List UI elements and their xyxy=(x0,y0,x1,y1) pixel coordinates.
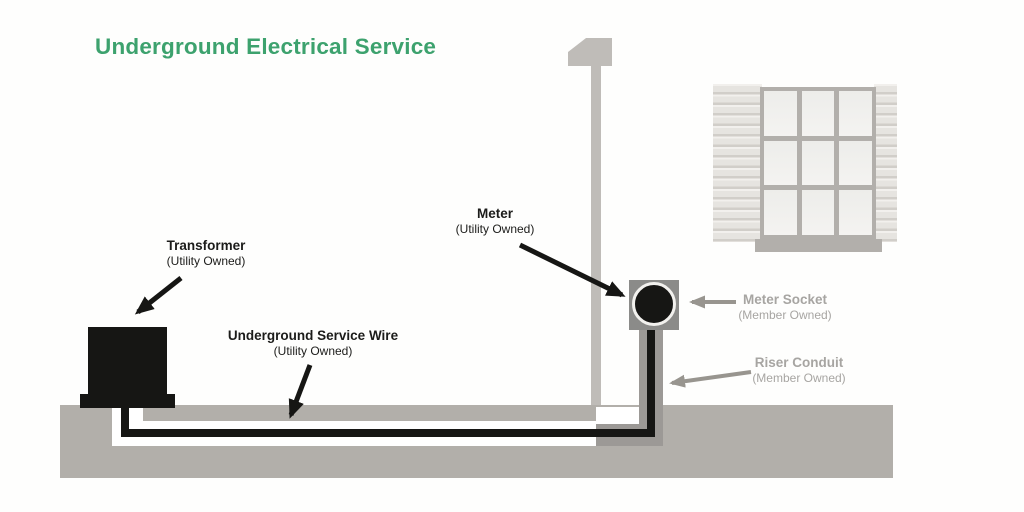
meter-label-sub: (Utility Owned) xyxy=(455,221,535,236)
service-wire-label: Underground Service Wire (Utility Owned) xyxy=(198,328,428,358)
transformer-label: Transformer (Utility Owned) xyxy=(131,238,281,268)
meter-label-title: Meter xyxy=(476,206,513,221)
window-shutter-left xyxy=(713,84,762,242)
house-corner-pole xyxy=(591,62,601,405)
transformer-shape xyxy=(88,327,167,395)
meter-arrow xyxy=(518,242,626,298)
transformer-arrow xyxy=(134,276,183,315)
window-pane xyxy=(801,140,835,186)
service-wire-label-sub: (Utility Owned) xyxy=(273,343,353,358)
window-pane xyxy=(764,140,797,186)
meter-shape xyxy=(632,282,676,326)
transformer-label-sub: (Utility Owned) xyxy=(166,253,246,268)
riser-conduit-label-sub: (Member Owned) xyxy=(752,370,846,385)
riser-conduit-label: Riser Conduit (Member Owned) xyxy=(718,355,880,385)
page-title: Underground Electrical Service xyxy=(95,34,437,59)
underground-service-wire-shape xyxy=(121,429,655,437)
meter-socket-label: Meter Socket (Member Owned) xyxy=(705,292,865,322)
service-wire-label-title: Underground Service Wire xyxy=(227,328,399,343)
meter-socket-label-title: Meter Socket xyxy=(742,292,828,307)
roof-cap-shape xyxy=(568,38,612,66)
transformer-base-shape xyxy=(80,394,175,408)
meter-label: Meter (Utility Owned) xyxy=(420,206,570,236)
service-wire-from-transformer xyxy=(121,396,129,437)
meter-socket-label-sub: (Member Owned) xyxy=(738,307,832,322)
window-sill xyxy=(755,239,882,252)
window-shutter-right xyxy=(874,84,897,242)
window-pane xyxy=(764,190,797,235)
window-pane xyxy=(839,140,872,186)
riser-conduit-label-title: Riser Conduit xyxy=(754,355,844,370)
window-pane xyxy=(801,190,835,235)
service-wire-riser xyxy=(647,303,655,437)
transformer-label-title: Transformer xyxy=(166,238,246,253)
window-pane xyxy=(764,91,797,136)
window-pane xyxy=(801,91,835,136)
window-frame xyxy=(760,87,876,239)
window-pane xyxy=(839,91,872,136)
window-pane xyxy=(839,190,872,235)
trench-elbow-white xyxy=(596,407,639,424)
